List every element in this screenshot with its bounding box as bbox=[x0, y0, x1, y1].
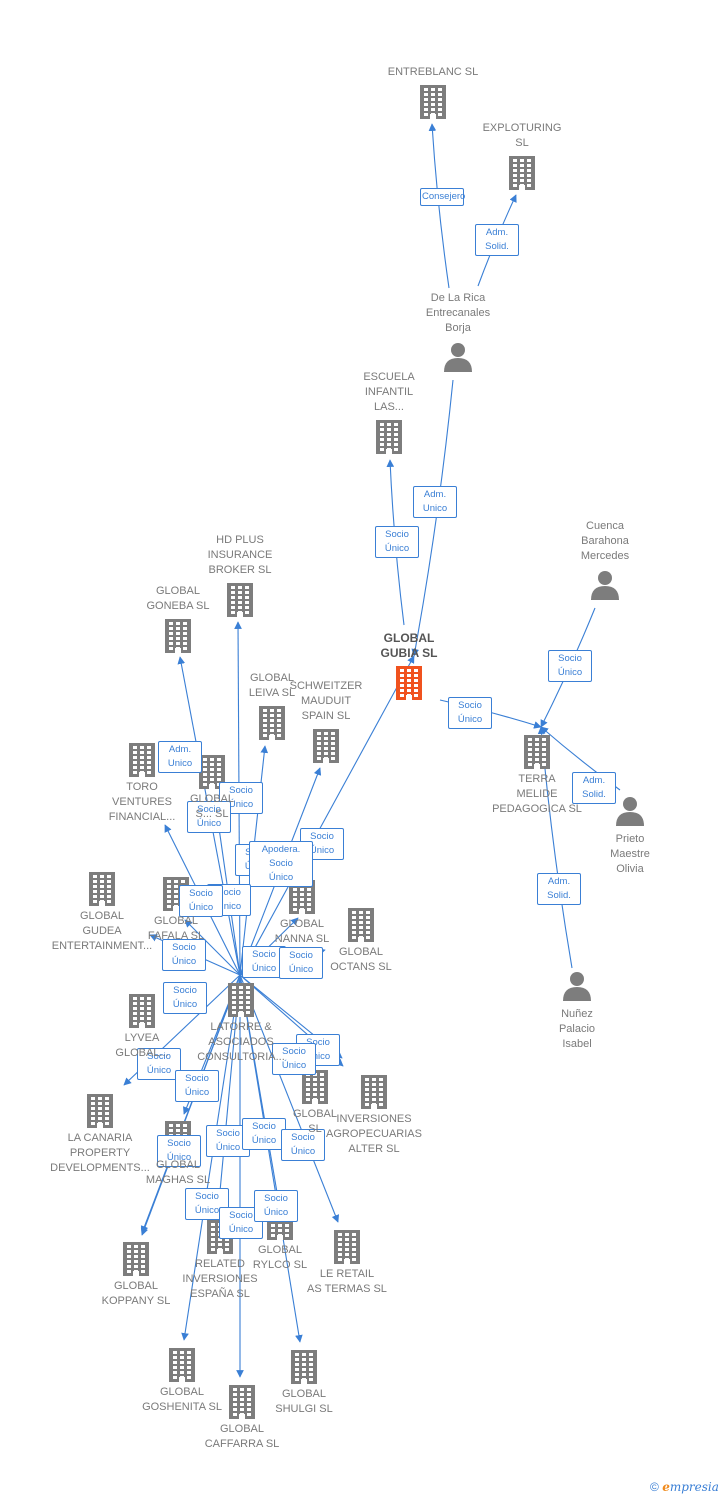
node-label-latorre[interactable]: LATORRE & ASOCIADOS CONSULTORIA... bbox=[197, 1021, 285, 1063]
node-label-gudea[interactable]: GLOBAL GUDEA ENTERTAINMENT... bbox=[51, 910, 153, 952]
building-icon-lacanaria[interactable] bbox=[87, 1094, 113, 1128]
building-icon-gudea[interactable] bbox=[89, 872, 115, 906]
edge-latorre-gubia bbox=[239, 655, 415, 976]
edge-label-latorre-inversiones_agro: Socio Único bbox=[272, 1043, 316, 1075]
building-icon-gubia[interactable] bbox=[396, 666, 422, 700]
node-label-hdplus[interactable]: HD PLUS INSURANCE BROKER SL bbox=[207, 534, 273, 576]
edge-label-latorre-octans: Socio Único bbox=[279, 947, 323, 979]
building-icon-terra[interactable] bbox=[524, 735, 550, 769]
building-icon-gl_sl[interactable] bbox=[302, 1070, 328, 1104]
edge-label-latorre-toro: Adm. Unico bbox=[158, 741, 202, 773]
edge-latorre-shulgi bbox=[239, 974, 303, 1343]
edge-label-cuenca-terra: Socio Único bbox=[548, 650, 592, 682]
brand-logo[interactable]: empresia bbox=[662, 1480, 719, 1494]
node-label-nanna[interactable]: GLOBAL NANNA SL bbox=[274, 918, 330, 945]
building-icon-entreblanc[interactable] bbox=[420, 85, 446, 119]
building-icon-koppany[interactable] bbox=[123, 1242, 149, 1276]
node-label-escuela[interactable]: ESCUELA INFANTIL LAS... bbox=[363, 371, 415, 413]
building-icon-goneba[interactable] bbox=[165, 619, 191, 653]
node-label-rylco[interactable]: GLOBAL RYLCO SL bbox=[252, 1244, 308, 1271]
node-label-exploturing[interactable]: EXPLOTURING SL bbox=[482, 122, 562, 149]
edge-latorre-goshenita bbox=[181, 974, 241, 1341]
edge-label-latorre-shulgi: Socio Único bbox=[254, 1190, 298, 1222]
edge-label-latorre-koppany: Socio Único bbox=[163, 982, 207, 1014]
building-icon-caffarra[interactable] bbox=[229, 1385, 255, 1419]
node-label-lacanaria[interactable]: LA CANARIA PROPERTY DEVELOPMENTS... bbox=[50, 1132, 150, 1174]
building-icon-exploturing[interactable] bbox=[509, 156, 535, 190]
person-icon-delarica[interactable] bbox=[444, 343, 472, 372]
person-icon-nunez[interactable] bbox=[563, 972, 591, 1001]
edge-label-latorre-fafala: Socio Único bbox=[179, 885, 223, 917]
edge-latorre-koppany bbox=[140, 974, 241, 1236]
node-label-shulgi[interactable]: GLOBAL SHULGI SL bbox=[275, 1388, 333, 1415]
node-label-cuenca[interactable]: Cuenca Barahona Mercedes bbox=[580, 520, 630, 562]
node-label-maghas[interactable]: GLOBAL MAGHAS SL bbox=[145, 1159, 211, 1186]
node-label-toro[interactable]: TORO VENTURES FINANCIAL... bbox=[108, 781, 176, 823]
edge-label-delarica-gubia: Adm. Unico bbox=[413, 486, 457, 518]
edge-latorre-fafala bbox=[184, 919, 241, 976]
node-label-inversiones_agro[interactable]: INVERSIONES AGROPECUARIAS ALTER SL bbox=[326, 1113, 422, 1155]
edge-label-nunez-terra: Adm. Solid. bbox=[537, 873, 581, 905]
node-label-leretail[interactable]: LE RETAIL AS TERMAS SL bbox=[307, 1268, 387, 1295]
building-icon-latorre[interactable] bbox=[228, 983, 254, 1017]
building-icon-goshenita[interactable] bbox=[169, 1348, 195, 1382]
building-icon-leretail[interactable] bbox=[334, 1230, 360, 1264]
node-label-gubia[interactable]: GLOBAL GUBIA SL bbox=[380, 631, 438, 660]
node-label-goneba[interactable]: GLOBAL GONEBA SL bbox=[146, 585, 210, 612]
node-label-prieto[interactable]: Prieto Maestre Olivia bbox=[610, 833, 650, 875]
edge-label-latorre-lyvea: Socio Único bbox=[137, 1048, 181, 1080]
edge-label-latorre-lacanaria: Socio Único bbox=[157, 1135, 201, 1167]
edge-label-prieto-terra: Adm. Solid. bbox=[572, 772, 616, 804]
building-icon-inversiones_agro[interactable] bbox=[361, 1075, 387, 1109]
node-label-lyvea[interactable]: LYVEA GLOBAL... bbox=[115, 1032, 169, 1059]
node-label-entreblanc[interactable]: ENTREBLANC SL bbox=[387, 66, 479, 78]
node-label-nunez[interactable]: Nuñez Palacio Isabel bbox=[558, 1008, 596, 1050]
node-label-related[interactable]: RELATED INVERSIONES ESPAÑA SL bbox=[182, 1258, 258, 1300]
building-icon-schweitzer[interactable] bbox=[313, 729, 339, 763]
edge-label-latorre-gudea: Socio Único bbox=[162, 939, 206, 971]
building-icon-leiva[interactable] bbox=[259, 706, 285, 740]
edge-delarica-gubia bbox=[411, 379, 454, 657]
node-label-leiva[interactable]: GLOBAL LEIVA SL bbox=[248, 672, 296, 699]
node-label-terra[interactable]: TERRA MELIDE PEDAGOGICA SL bbox=[492, 773, 582, 815]
node-label-caffarra[interactable]: GLOBAL CAFFARRA SL bbox=[204, 1423, 280, 1450]
person-icon-cuenca[interactable] bbox=[591, 571, 619, 600]
node-label-koppany[interactable]: GLOBAL KOPPANY SL bbox=[101, 1280, 171, 1307]
edge-label-latorre-leretail: Socio Único bbox=[281, 1129, 325, 1161]
node-label-gl_s[interactable]: GLOBAL S... SL bbox=[189, 793, 235, 820]
edge-label-delarica-entreblanc: Consejero bbox=[420, 188, 465, 206]
building-icon-escuela[interactable] bbox=[376, 420, 402, 454]
node-label-fafala[interactable]: GLOBAL FAFALA SL bbox=[147, 915, 205, 942]
edge-delarica-entreblanc bbox=[428, 123, 450, 289]
edge-label-gubia-escuela: Socio Único bbox=[375, 526, 419, 558]
footer-brand: © empresia bbox=[650, 1480, 719, 1494]
edge-label-latorre-maghas: Socio Único bbox=[175, 1070, 219, 1102]
building-icon-octans[interactable] bbox=[348, 908, 374, 942]
building-icon-shulgi[interactable] bbox=[291, 1350, 317, 1384]
edge-label-latorre-schweitzer: Apodera. Socio Único bbox=[249, 841, 313, 887]
node-label-delarica[interactable]: De La Rica Entrecanales Borja bbox=[425, 292, 491, 334]
node-label-octans[interactable]: GLOBAL OCTANS SL bbox=[330, 946, 392, 973]
edge-label-gubia-terra: Socio Único bbox=[448, 697, 492, 729]
edge-label-latorre-goneba: Socio Único bbox=[187, 801, 231, 833]
edge-label-latorre-rylco: Socio Único bbox=[242, 1118, 286, 1150]
building-icon-lyvea[interactable] bbox=[129, 994, 155, 1028]
person-icon-prieto[interactable] bbox=[616, 797, 644, 826]
building-icon-hdplus[interactable] bbox=[227, 583, 253, 617]
edge-label-delarica-exploturing: Adm. Solid. bbox=[475, 224, 519, 256]
building-icon-toro[interactable] bbox=[129, 743, 155, 777]
node-label-schweitzer[interactable]: SCHWEITZER MAUDUIT SPAIN SL bbox=[289, 680, 363, 722]
node-label-goshenita[interactable]: GLOBAL GOSHENITA SL bbox=[142, 1386, 222, 1413]
node-label-gl_sl[interactable]: GLOBAL SL bbox=[292, 1108, 338, 1135]
copyright-symbol: © bbox=[650, 1480, 659, 1494]
